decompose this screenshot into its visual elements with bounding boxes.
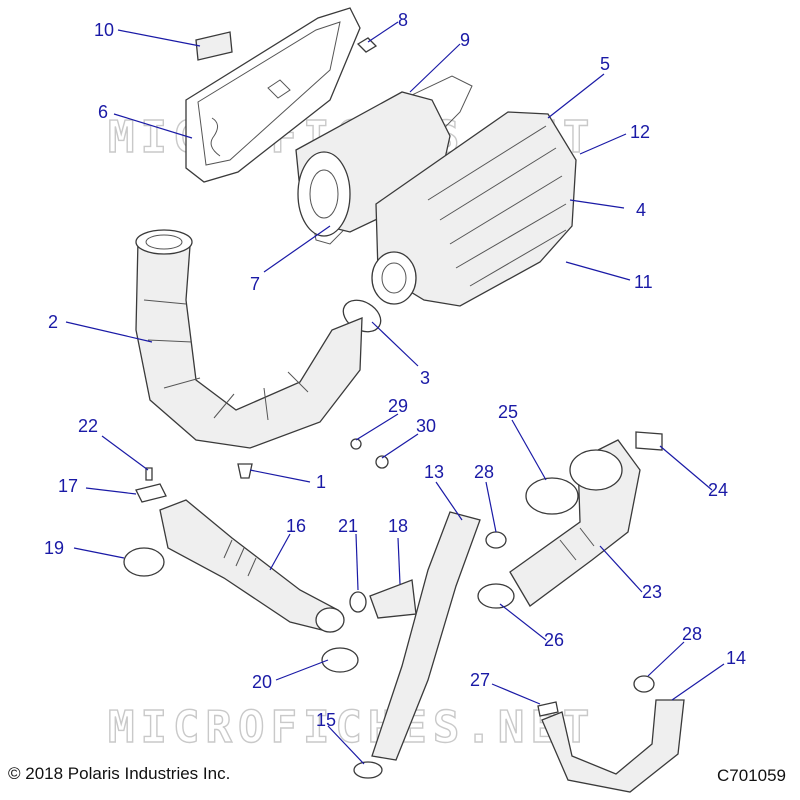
- part-intake-duct: [135, 229, 363, 449]
- part-hose-clamps-left: [123, 547, 359, 673]
- part-seal: [299, 75, 473, 245]
- callout-17: 17: [58, 476, 78, 496]
- part-long-hose: [371, 511, 481, 761]
- callout-leaders: [65, 21, 725, 765]
- callout-12: 12: [630, 122, 650, 142]
- callout-18: 18: [388, 516, 408, 536]
- callout-29: 29: [388, 396, 408, 416]
- callout-28-right: 28: [682, 624, 702, 644]
- callout-5: 5: [600, 54, 610, 74]
- callout-22: 22: [78, 416, 98, 436]
- callout-8: 8: [398, 10, 408, 30]
- callout-28-center: 28: [474, 462, 494, 482]
- callout-24: 24: [708, 480, 728, 500]
- callout-4: 4: [636, 200, 646, 220]
- callout-1: 1: [316, 472, 326, 492]
- callout-13: 13: [424, 462, 444, 482]
- copyright-text: © 2018 Polaris Industries Inc.: [8, 764, 231, 783]
- callout-3: 3: [420, 368, 430, 388]
- drawing-number: C701059: [716, 766, 786, 785]
- part-decal: [195, 31, 233, 61]
- watermark-bottom: MICROFICHES.NET: [108, 702, 595, 753]
- part-fastener: [237, 463, 253, 479]
- callout-30: 30: [416, 416, 436, 436]
- part-sensor-right: [635, 431, 663, 451]
- callout-23: 23: [642, 582, 662, 602]
- callout-26: 26: [544, 630, 564, 650]
- part-clamp-bottom: [353, 761, 383, 779]
- callout-6: 6: [98, 102, 108, 122]
- part-valve: [349, 579, 417, 619]
- callout-25: 25: [498, 402, 518, 422]
- part-airbox-cover: [185, 7, 361, 183]
- part-clip: [356, 37, 378, 53]
- callout-21: 21: [338, 516, 358, 536]
- part-hose-right: [537, 675, 685, 793]
- part-hose-left: [159, 499, 345, 633]
- callout-2: 2: [48, 312, 58, 332]
- part-elbow-hose: [509, 439, 641, 607]
- callout-20: 20: [252, 672, 272, 692]
- callout-9: 9: [460, 30, 470, 50]
- part-small-clamps: [350, 438, 389, 469]
- part-clamps-center: [477, 477, 579, 609]
- callout-27: 27: [470, 670, 490, 690]
- callout-15: 15: [316, 710, 336, 730]
- part-airbox-housing: [371, 111, 577, 307]
- part-sensor-left: [135, 467, 167, 503]
- callout-10: 10: [94, 20, 114, 40]
- callout-labels: 1 2 3 4 5 6 7 8 9 10 11 12 13 14 15 16 1…: [44, 10, 746, 730]
- callout-19: 19: [44, 538, 64, 558]
- callout-14: 14: [726, 648, 746, 668]
- callout-11: 11: [634, 272, 653, 292]
- callout-16: 16: [286, 516, 306, 536]
- callout-7: 7: [250, 274, 260, 294]
